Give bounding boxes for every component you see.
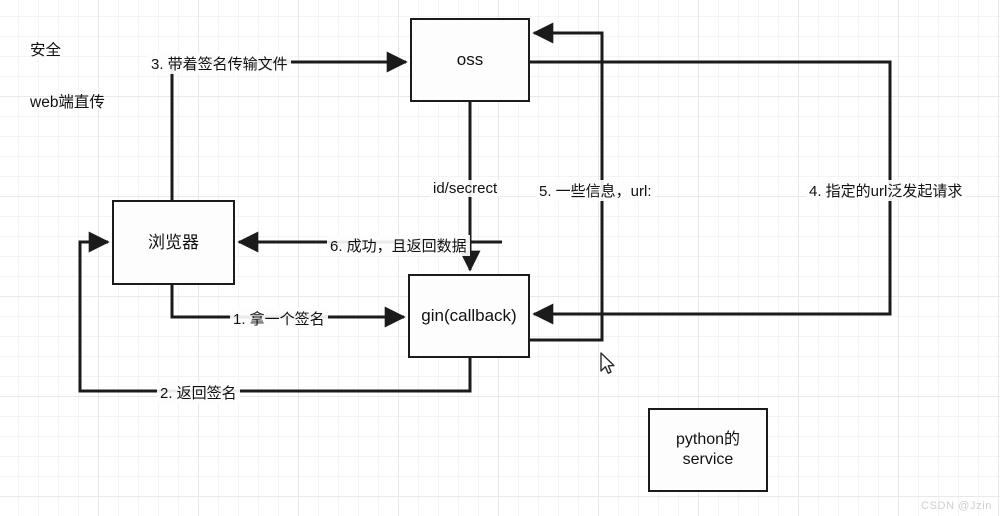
node-python-service[interactable]: python的 service [648, 408, 768, 492]
edge-label-2: 2. 返回签名 [157, 382, 240, 403]
node-gin-callback[interactable]: gin(callback) [408, 274, 530, 358]
node-browser-label: 浏览器 [148, 232, 199, 252]
edge-label-6: 6. 成功，且返回数据 [327, 235, 470, 256]
connector-3-browser-to-oss [170, 51, 408, 200]
node-browser[interactable]: 浏览器 [112, 200, 235, 285]
mouse-cursor [600, 352, 615, 374]
node-gin-callback-label: gin(callback) [421, 306, 517, 326]
edge-label-credentials: id/secrect [430, 180, 501, 197]
edge-label-1: 1. 拿一个签名 [230, 308, 328, 329]
edge-label-3: 3. 带着签名传输文件 [148, 53, 291, 74]
watermark: CSDN @Jzin [921, 500, 992, 512]
edge-label-4: 4. 指定的url泛发起请求 [806, 180, 966, 201]
note-security: 安全 [30, 42, 62, 59]
edge-label-5: 5. 一些信息，url: [536, 180, 655, 201]
note-web-direct-upload: web端直传 [30, 94, 105, 111]
node-oss[interactable]: oss [410, 18, 530, 102]
node-oss-label: oss [456, 50, 484, 70]
node-python-service-label: python的 service [675, 431, 741, 468]
